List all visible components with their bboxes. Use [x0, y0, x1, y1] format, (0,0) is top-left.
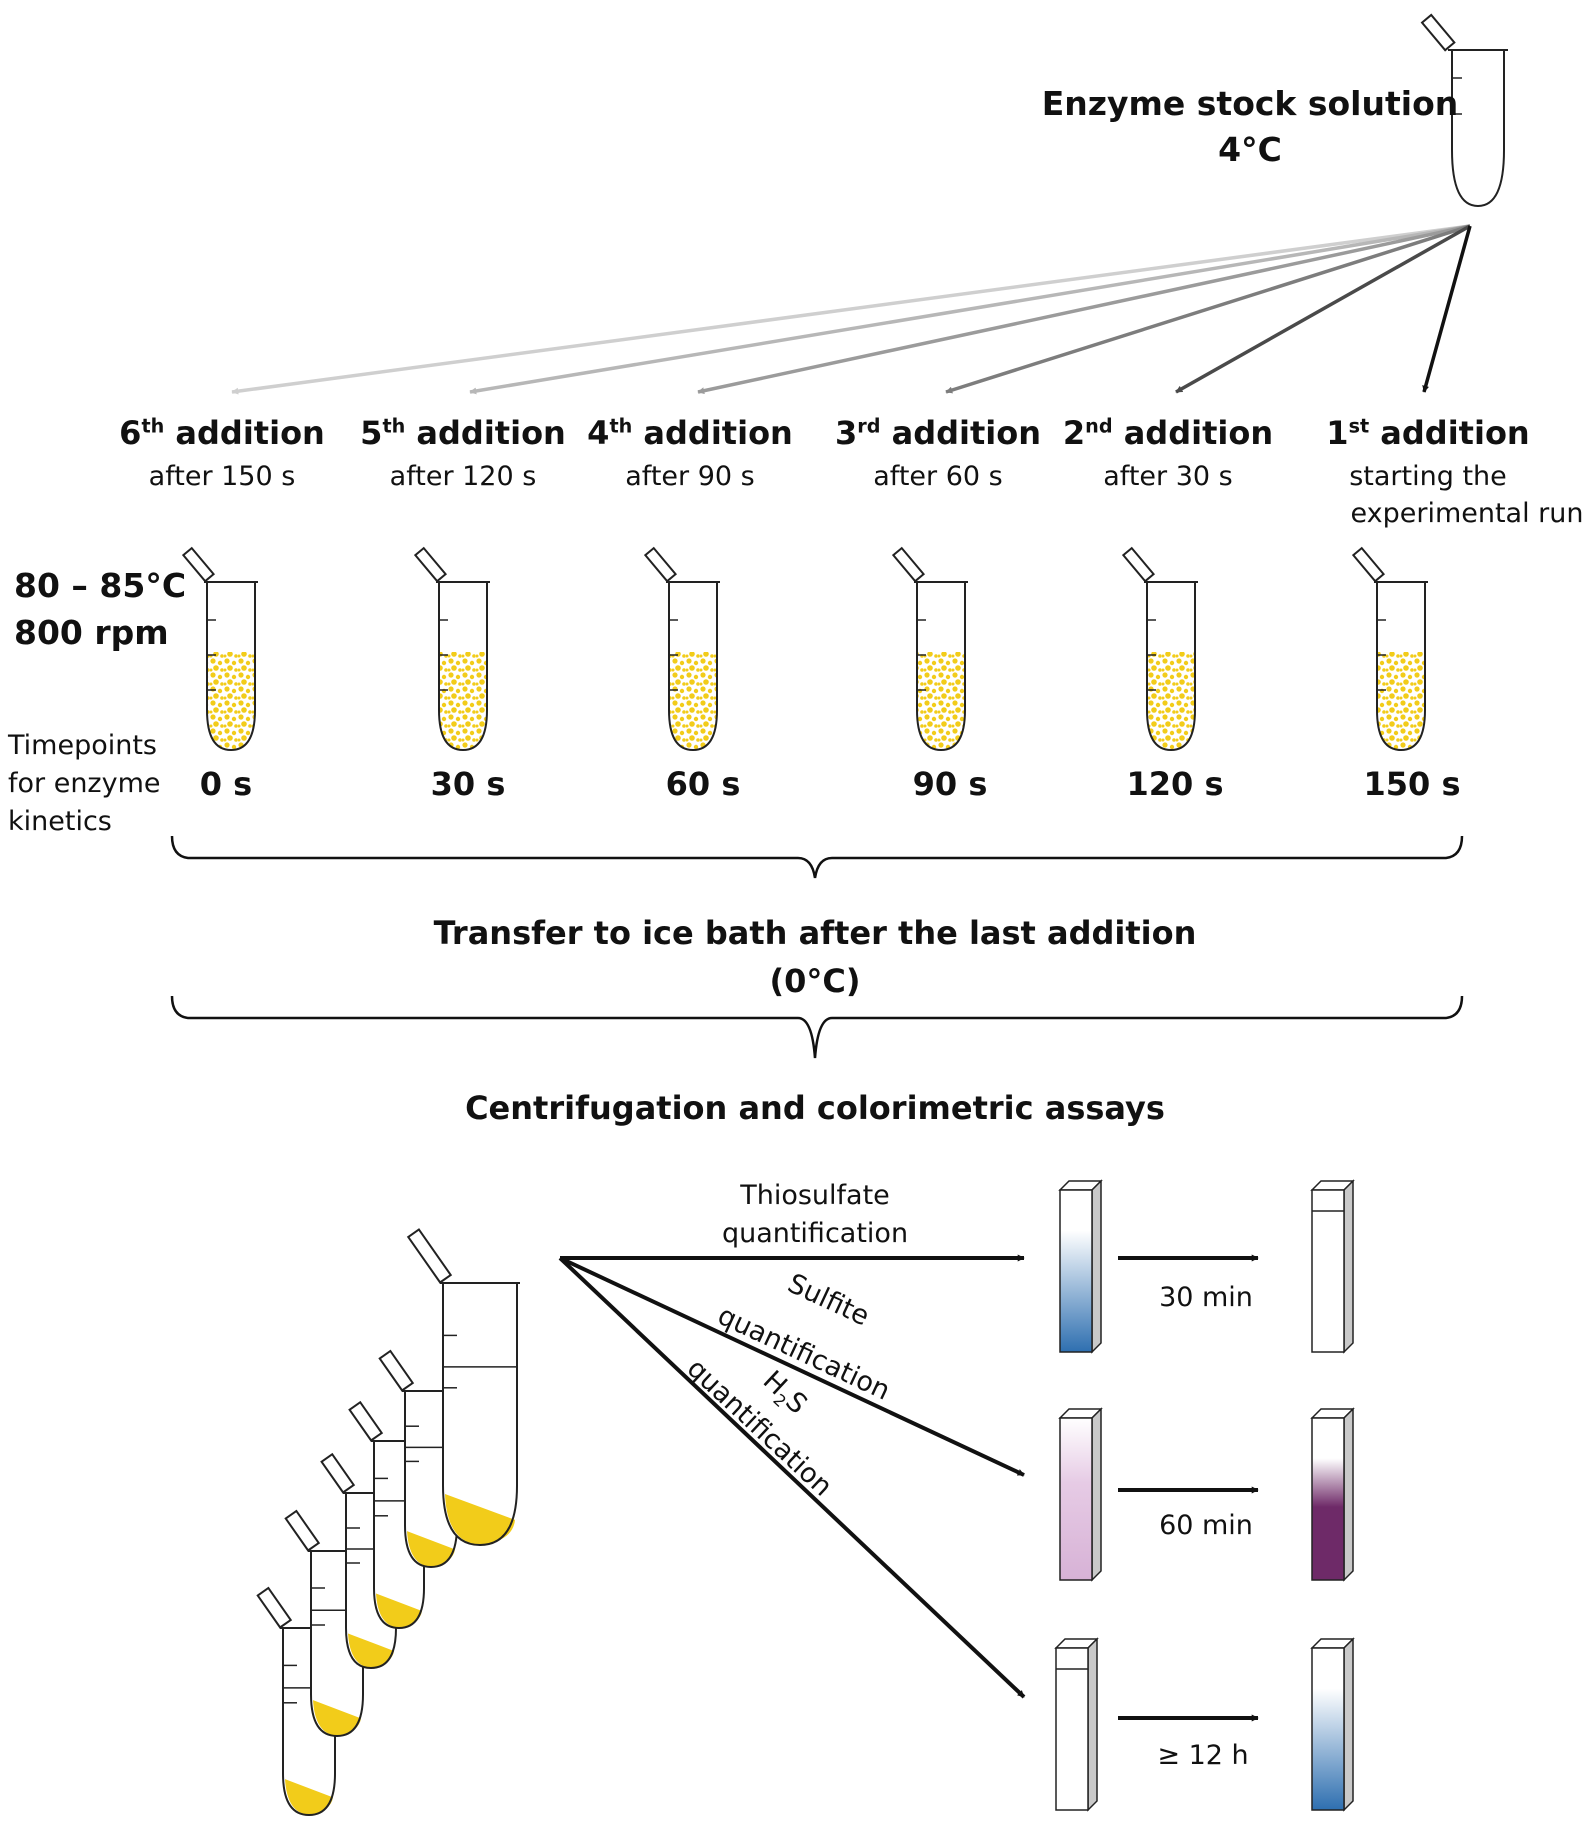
centrifuged-tube-stack: [256, 1228, 520, 1817]
sample-tube: [413, 546, 490, 752]
sample-fill: [1377, 652, 1425, 750]
addition-1-time-2: experimental run: [1350, 498, 1584, 529]
brace-transfer: [170, 835, 1464, 879]
addition-2-time: after 30 s: [1103, 461, 1233, 492]
thiosulfate-label-2: quantification: [721, 1218, 909, 1249]
timepoint-5: 150 s: [1363, 765, 1461, 803]
centrifuged-tube: [406, 1228, 520, 1547]
brace-assays: [170, 995, 1464, 1059]
stock-title: Enzyme stock solution: [1041, 84, 1459, 123]
timepoints-label-3: kinetics: [8, 806, 112, 837]
addition-6-label: 6th addition: [119, 414, 325, 452]
assay-arrows: [558, 1254, 1259, 1722]
timepoint-1: 30 s: [430, 765, 506, 803]
pellet: [407, 1531, 455, 1567]
addition-5-label: 5th addition: [360, 414, 566, 452]
sample-fill: [917, 652, 965, 750]
sample-tube: [1121, 546, 1198, 752]
sample-tube: [643, 546, 720, 752]
thiosulfate-label-1: Thiosulfate: [740, 1180, 890, 1211]
pellet: [445, 1493, 515, 1545]
cuvette-sulfite-after: [1310, 1407, 1355, 1582]
sample-fill: [1147, 652, 1195, 750]
cuvette-sulfite-before: [1058, 1407, 1103, 1582]
cuvettes: [1054, 1179, 1355, 1812]
addition-3-time: after 60 s: [873, 461, 1003, 492]
sample-fill: [207, 652, 255, 750]
sample-tube: [1351, 546, 1428, 752]
stock-temp: 4°C: [1218, 130, 1282, 169]
time-60min: 60 min: [1159, 1510, 1253, 1541]
addition-arrows: [231, 224, 1472, 395]
addition-1-label: 1st addition: [1326, 414, 1530, 452]
timepoint-4: 120 s: [1126, 765, 1224, 803]
pellet: [313, 1700, 361, 1736]
addition-4-label: 4th addition: [587, 414, 793, 452]
timepoint-3: 90 s: [912, 765, 988, 803]
arrow-3rd: [945, 224, 1471, 394]
addition-4-time: after 90 s: [625, 461, 755, 492]
addition-2-label: 2nd addition: [1062, 414, 1274, 452]
arrow-h2s: [558, 1256, 1026, 1699]
addition-1-time: starting the: [1349, 461, 1507, 492]
sample-fill: [439, 652, 487, 750]
pellet: [348, 1633, 394, 1668]
timepoint-2: 60 s: [665, 765, 741, 803]
transfer-line-2: (0°C): [769, 962, 861, 1000]
stock-tube: [1420, 13, 1508, 208]
sample-tubes: [181, 546, 1428, 752]
arrow-5th: [469, 224, 1471, 395]
addition-5-time: after 120 s: [389, 461, 537, 492]
time-12h: ≥ 12 h: [1157, 1740, 1249, 1771]
addition-6-time: after 150 s: [148, 461, 296, 492]
time-30min: 30 min: [1159, 1282, 1253, 1313]
timepoints-label-2: for enzyme: [8, 768, 161, 799]
transfer-line-1: Transfer to ice bath after the last addi…: [433, 914, 1197, 952]
arrow-sulfite: [559, 1256, 1025, 1477]
cuvette-h2s-after: [1310, 1637, 1355, 1812]
cuvette-h2s-before: [1054, 1637, 1099, 1812]
pellet: [285, 1779, 333, 1815]
arrow-1st: [1422, 225, 1472, 393]
arrow-2nd: [1175, 224, 1471, 394]
timepoints-label-1: Timepoints: [8, 730, 158, 761]
cuvette-thiosulfate-after: [1310, 1179, 1355, 1354]
arrow-4th: [697, 224, 1471, 395]
sample-fill: [669, 652, 717, 750]
assays-title: Centrifugation and colorimetric assays: [465, 1089, 1165, 1127]
cuvette-thiosulfate-before: [1058, 1179, 1103, 1354]
condition-rpm: 800 rpm: [14, 613, 169, 652]
pellet: [376, 1593, 422, 1628]
timepoint-0: 0 s: [199, 765, 253, 803]
condition-temp: 80 – 85°C: [14, 566, 187, 605]
arrow-6th: [231, 224, 1471, 395]
sample-tube: [891, 546, 968, 752]
addition-3-label: 3rd addition: [834, 414, 1042, 452]
sample-tube: [181, 546, 258, 752]
